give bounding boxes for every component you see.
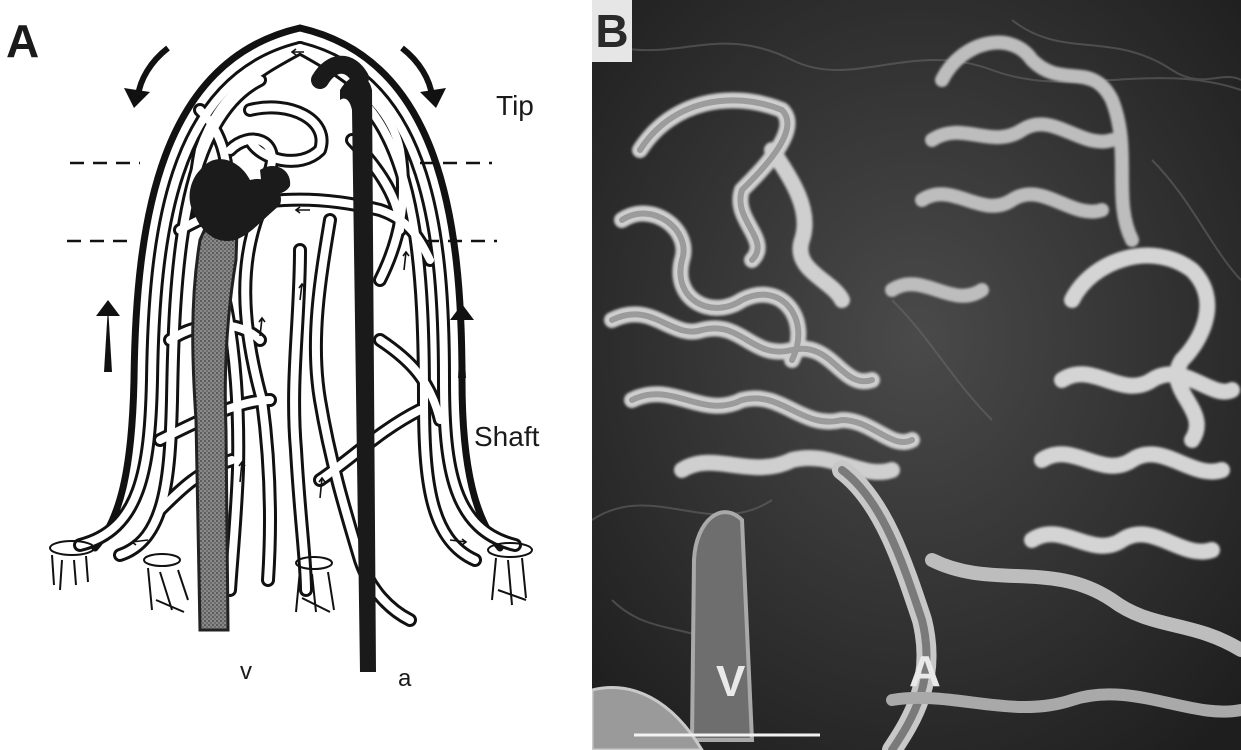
vein-label: v [240,658,252,686]
panel-letter-a: A [6,18,39,64]
sem-micrograph-image [592,0,1241,750]
panel-b-micrograph: B V A [592,0,1241,750]
panel-letter-b: B [592,0,632,62]
sem-artery-label: A [909,650,941,694]
artery-solid [340,76,376,672]
tip-label: Tip [496,92,534,120]
artery-label: a [398,665,411,693]
vessel-junction-dark-2 [260,166,290,194]
panel-a-schematic: A Tip Shaft v a [0,0,592,750]
shaft-label: Shaft [474,423,539,451]
sem-vein-label: V [716,660,745,704]
